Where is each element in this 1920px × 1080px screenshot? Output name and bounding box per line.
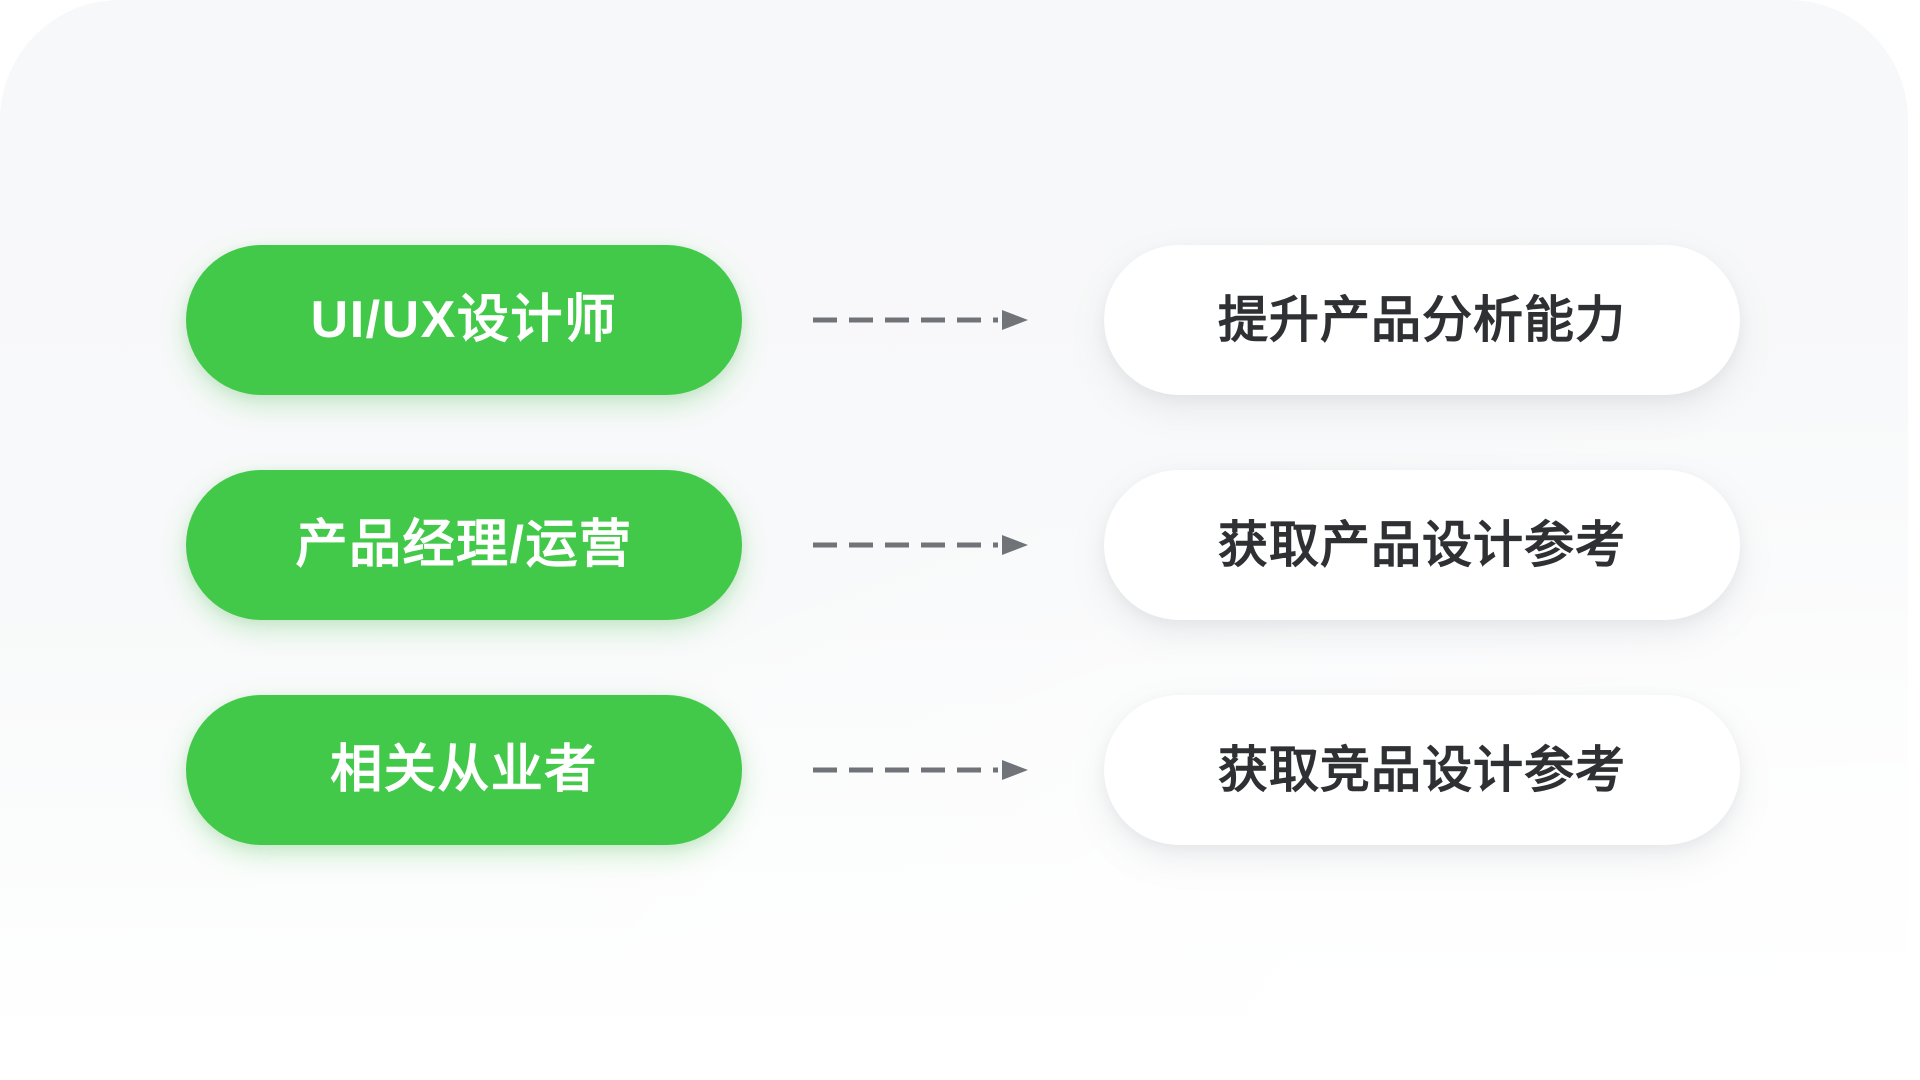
mapping-row: UI/UX设计师 提升产品分析能力 bbox=[0, 245, 1908, 395]
benefit-card-label: 提升产品分析能力 bbox=[1218, 292, 1626, 348]
mapping-row: 相关从业者 获取竞品设计参考 bbox=[0, 695, 1908, 845]
audience-pill-3[interactable]: 相关从业者 bbox=[186, 695, 742, 845]
audience-pill-2[interactable]: 产品经理/运营 bbox=[186, 470, 742, 620]
audience-pill-label: UI/UX设计师 bbox=[310, 291, 618, 349]
audience-pill-label: 相关从业者 bbox=[330, 741, 598, 799]
mapping-row: 产品经理/运营 获取产品设计参考 bbox=[0, 470, 1908, 620]
audience-pill-1[interactable]: UI/UX设计师 bbox=[186, 245, 742, 395]
dashed-arrow-icon-2 bbox=[812, 533, 1034, 557]
benefit-card-3[interactable]: 获取竞品设计参考 bbox=[1104, 695, 1740, 845]
benefit-card-2[interactable]: 获取产品设计参考 bbox=[1104, 470, 1740, 620]
benefit-card-label: 获取竞品设计参考 bbox=[1218, 742, 1626, 798]
benefit-card-1[interactable]: 提升产品分析能力 bbox=[1104, 245, 1740, 395]
benefit-card-label: 获取产品设计参考 bbox=[1218, 517, 1626, 573]
dashed-arrow-icon-3 bbox=[812, 758, 1034, 782]
audience-pill-label: 产品经理/运营 bbox=[295, 516, 633, 574]
dashed-arrow-icon-1 bbox=[812, 308, 1034, 332]
